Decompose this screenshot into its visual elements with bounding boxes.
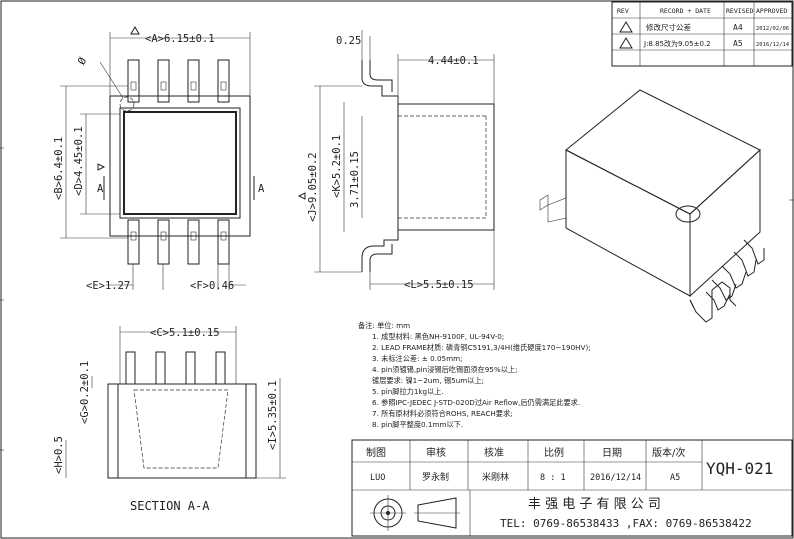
rev-row2-approved: 2016/12/14 <box>756 42 790 48</box>
rev-header-revised: REVISED <box>726 7 753 15</box>
rev-row2-record: J:8.85改为9.05±0.2 <box>643 39 711 48</box>
rev-row1-record: 修改尺寸公差 <box>646 22 691 32</box>
title-block: 制图 审核 核准 比例 日期 版本/次 LUO 罗永制 米刚林 8 : 1 20… <box>351 439 793 537</box>
tb-header-version: 版本/次 <box>652 446 685 459</box>
section-body <box>107 383 257 479</box>
top-view-lower-pins <box>127 219 230 265</box>
iso-top-face <box>565 89 761 215</box>
dim-g: <G>0.2±0.1 <box>79 361 91 424</box>
dim-444: 4.44±0.1 <box>428 55 479 67</box>
dim-k2: 3.71±0.15 <box>349 151 361 208</box>
note-item: 1. 成型材料: 黑色NH-9100F, UL-94V-0; <box>372 332 504 341</box>
isometric-view <box>539 89 765 323</box>
dim-f: <F>0.46 <box>190 280 234 292</box>
section-view: <C>5.1±0.15 <G>0.2±0.1 <H>0.5 <I>5.35±0.… <box>53 326 286 513</box>
note-item: 6. 参照IPC-JEDEC J-STD-020D过Air Reflow,后仍需… <box>372 398 580 407</box>
top-view: Ø <A>6.15±0.1 <B>6.4±0.1 <D>4.45±0.1 A A… <box>53 25 265 292</box>
dim-a: <A>6.15±0.1 <box>145 33 215 45</box>
rev-header-rev: REV <box>617 7 629 15</box>
note-item: 8. pin脚平整度0.1mm以下. <box>372 420 463 429</box>
company-contact: TEL: 0769-86538433 ,FAX: 0769-86538422 <box>500 517 752 530</box>
dim-j: <J>9.05±0.2 <box>307 152 319 222</box>
tb-value-scale: 8 : 1 <box>540 473 566 483</box>
projection-symbol <box>370 495 460 531</box>
tb-value-drawn: LUO <box>370 473 385 483</box>
dim-d: <D>4.45±0.1 <box>73 126 85 196</box>
rev-header-approved: APPROVED <box>756 7 787 15</box>
dim-i: <I>5.35±0.1 <box>267 380 279 450</box>
top-view-upper-pins <box>127 59 230 103</box>
tb-value-version: A5 <box>670 473 680 483</box>
note-item: 3. 未标注公差: ± 0.05mm; <box>372 354 463 363</box>
note-item: 镀层要求: 镍1~2um, 锡5um以上; <box>372 376 484 385</box>
dim-025: 0.25 <box>336 35 361 47</box>
iso-pin1-hole <box>675 205 701 223</box>
dim-l: <L>5.5±0.15 <box>404 279 474 291</box>
note-item: 7. 所有原材料必须符合ROHS, REACH要求; <box>372 409 513 418</box>
dim-b: <B>6.4±0.1 <box>53 137 65 200</box>
note-item: 4. pin须镀锡,pin浸锡后吃锡面须在95%以上; <box>372 365 518 374</box>
dim-k: <K>5.2±0.1 <box>331 135 343 198</box>
tb-header-date: 日期 <box>602 447 622 459</box>
tb-header-scale: 比例 <box>544 446 564 459</box>
dim-e: <E>1.27 <box>86 280 130 292</box>
dim-phi: Ø <box>76 55 90 67</box>
notes: 备注: 单位: mm 1. 成型材料: 黑色NH-9100F, UL-94V-0… <box>358 321 591 429</box>
side-view-body <box>397 103 495 231</box>
note-item: 5. pin脚拉力1kg以上. <box>372 387 444 396</box>
pin1-mark <box>119 96 135 112</box>
top-view-core <box>119 107 241 219</box>
top-view-body <box>109 95 251 237</box>
rev-row2-revised: A5 <box>733 39 743 48</box>
part-number: YQH-021 <box>706 459 773 478</box>
tb-value-approved: 米刚林 <box>482 471 509 483</box>
tb-value-checked: 罗永制 <box>422 471 449 483</box>
rev-row1-approved: 2012/02/06 <box>756 26 789 32</box>
dim-h: <H>0.5 <box>53 436 65 474</box>
tb-header-checked: 审核 <box>426 446 446 459</box>
notes-title: 备注: 单位: mm <box>358 321 410 330</box>
section-title: SECTION A-A <box>130 499 210 513</box>
tb-header-approved: 核准 <box>484 446 504 459</box>
dim-c: <C>5.1±0.15 <box>150 327 220 339</box>
tb-header-drawn: 制图 <box>366 446 386 459</box>
note-item: 2. LEAD FRAME材质: 磷青铜C5191,3/4H(维氏硬度170~1… <box>372 343 591 352</box>
company-name: 丰 强 电 子 有 限 公 司 <box>528 497 661 512</box>
rev-header-record: RECORD + DATE <box>660 7 711 15</box>
revision-table: REV RECORD + DATE REVISED APPROVED 修改尺寸公… <box>611 1 793 67</box>
rev-row1-revised: A4 <box>733 23 743 32</box>
tb-value-date: 2016/12/14 <box>590 473 641 483</box>
section-marker-right: A <box>258 183 265 195</box>
rev-row2-triangle <box>619 37 633 49</box>
side-view: 0.25 4.44±0.1 <J>9.05±0.2 <K>5.2±0.1 3.7… <box>297 30 495 291</box>
section-marker-left: A <box>97 183 104 195</box>
rev-row1-triangle <box>619 21 633 33</box>
